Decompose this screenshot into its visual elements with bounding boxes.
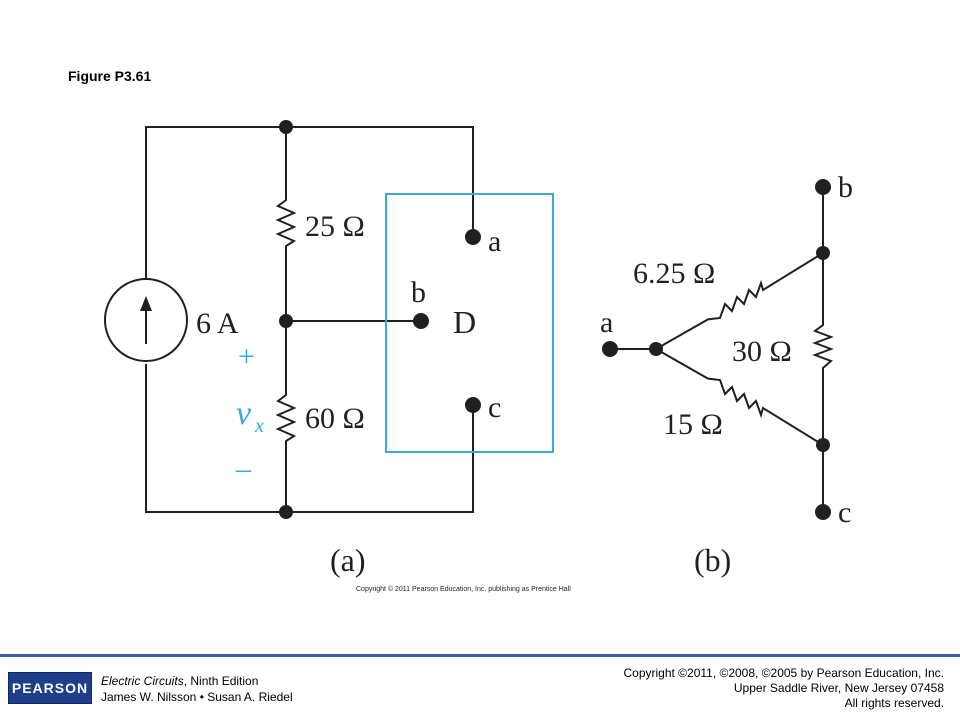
- terminal-c: [465, 397, 481, 413]
- r30-label: 30 Ω: [732, 335, 792, 368]
- r25-label: 25 Ω: [305, 210, 365, 243]
- rights-line-3: All rights reserved.: [844, 696, 944, 710]
- book-title: Electric Circuits: [101, 674, 184, 688]
- book-info: Electric Circuits, Ninth Edition James W…: [101, 673, 293, 705]
- wire-top: [145, 126, 474, 327]
- r625-label: 6.25 Ω: [633, 257, 715, 290]
- r60-label: 60 Ω: [305, 402, 365, 435]
- node-c-label: c: [488, 391, 501, 424]
- wire-bottom: [145, 364, 474, 513]
- book-edition: , Ninth Edition: [183, 674, 259, 688]
- node-a-junction: [649, 342, 663, 356]
- circuit-b: [610, 187, 834, 512]
- current-arrow-head: [140, 296, 152, 311]
- rights-notice: Copyright ©2011, ©2008, ©2005 by Pearson…: [623, 666, 944, 711]
- nodes-b: [602, 179, 831, 520]
- footer-rule: [0, 654, 960, 657]
- pearson-logo: PEARSON: [8, 672, 92, 704]
- vx-sub: x: [254, 415, 264, 437]
- nodes-a: [279, 120, 481, 519]
- box-d: [385, 193, 554, 453]
- resistor-60: [275, 392, 297, 445]
- node-c-terminal: [815, 504, 831, 520]
- node-bottom-junction: [279, 505, 293, 519]
- source-label: 6 A: [196, 307, 239, 340]
- vx-minus: –: [235, 452, 252, 485]
- rights-line-2: Upper Saddle River, New Jersey 07458: [733, 681, 944, 695]
- r15-label: 15 Ω: [663, 408, 723, 441]
- book-authors: James W. Nilsson • Susan A. Riedel: [101, 690, 293, 704]
- b-node-c-label: c: [838, 496, 851, 529]
- part-b-label: (b): [694, 542, 731, 578]
- b-node-a-label: a: [600, 306, 613, 339]
- node-top-junction: [279, 120, 293, 134]
- resistor-25: [275, 196, 297, 250]
- node-a-terminal: [602, 341, 618, 357]
- node-mid-junction: [279, 314, 293, 328]
- node-b-terminal: [815, 179, 831, 195]
- figure-copyright: Copyright © 2011 Pearson Education, Inc.…: [356, 585, 571, 593]
- pearson-logo-text: PEARSON: [11, 680, 89, 696]
- resistor-15: [655, 348, 824, 446]
- node-c-junction: [816, 438, 830, 452]
- node-b-label: b: [411, 276, 426, 309]
- rights-line-1: Copyright ©2011, ©2008, ©2005 by Pearson…: [623, 666, 944, 680]
- resistor-30: [812, 322, 834, 377]
- vx-plus: +: [238, 340, 255, 373]
- circuit-diagram: 6 A 25 Ω 60 Ω a b c D (a) + v x – b a c: [104, 120, 853, 593]
- node-a-label: a: [488, 225, 501, 258]
- terminal-b: [413, 313, 429, 329]
- b-node-b-label: b: [838, 171, 853, 204]
- part-a-label: (a): [330, 542, 366, 578]
- node-b-junction: [816, 246, 830, 260]
- vx-var: v: [236, 395, 252, 432]
- resistor-6-25: [655, 252, 824, 350]
- box-d-label: D: [453, 304, 476, 340]
- figure-title: Figure P3.61: [68, 68, 152, 84]
- terminal-a: [465, 229, 481, 245]
